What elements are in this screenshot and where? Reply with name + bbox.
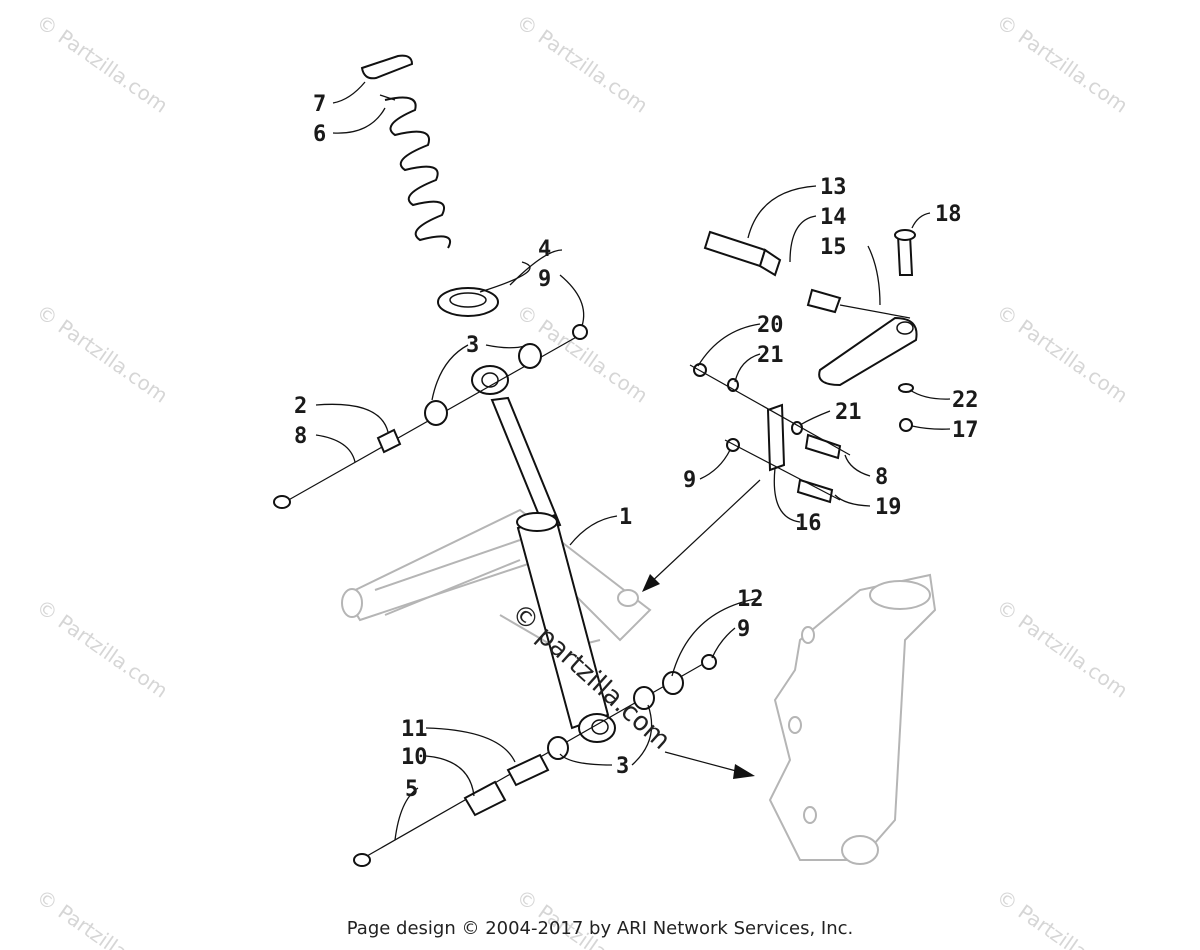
callout-12: 12: [737, 587, 764, 612]
callout-8: 8: [294, 424, 307, 449]
callout-2: 2: [294, 394, 307, 419]
spindle-ghost: [768, 573, 937, 865]
watermarks: © Partzilla.com © Partzilla.com © Partzi…: [32, 9, 1132, 950]
callout-17: 17: [952, 418, 979, 443]
upper-mount-hardware: [273, 324, 588, 509]
callout-7: 7: [313, 92, 326, 117]
spring-seat: [437, 287, 499, 317]
leader-lines: [315, 81, 951, 841]
callout-9: 9: [538, 267, 551, 292]
callout-5: 5: [405, 777, 418, 802]
callout-9: 9: [683, 468, 696, 493]
callout-20: 20: [757, 313, 784, 338]
callout-18: 18: [935, 202, 962, 227]
watermark: © Partzilla.com: [992, 9, 1132, 117]
watermark: © Partzilla.com: [32, 9, 172, 117]
callout-14: 14: [820, 205, 847, 230]
direction-arrows: [642, 479, 761, 779]
callout-9: 9: [737, 617, 750, 642]
watermark: © Partzilla.com: [992, 299, 1132, 407]
watermark: © Partzilla.com: [32, 594, 172, 702]
callout-labels: 7 6 4 9 3 2 8 1 13 14 15 18 20 21 21 22 …: [294, 92, 979, 802]
callout-15: 15: [820, 235, 847, 260]
shock-absorber: [471, 365, 616, 743]
callout-3: 3: [616, 754, 629, 779]
callout-21: 21: [835, 400, 862, 425]
callout-21: 21: [757, 343, 784, 368]
callout-8: 8: [875, 465, 888, 490]
a-arm-ghost: [341, 508, 652, 652]
watermark: © Partzilla.com: [992, 594, 1132, 702]
callout-19: 19: [875, 495, 902, 520]
sway-bar-link: [689, 229, 918, 504]
callout-10: 10: [401, 745, 428, 770]
callout-4: 4: [538, 237, 551, 262]
page-footer: Page design © 2004-2017 by ARI Network S…: [346, 918, 854, 939]
callout-1: 1: [619, 505, 632, 530]
lower-mount-hardware: [353, 654, 717, 867]
coil-spring: [360, 54, 451, 249]
watermark: © Partzilla.com: [512, 9, 652, 117]
callout-3: 3: [466, 333, 479, 358]
callout-6: 6: [313, 122, 326, 147]
callout-11: 11: [401, 717, 428, 742]
watermark: © Partzilla.com: [32, 299, 172, 407]
callout-13: 13: [820, 175, 847, 200]
callout-22: 22: [952, 388, 979, 413]
callout-16: 16: [795, 511, 822, 536]
